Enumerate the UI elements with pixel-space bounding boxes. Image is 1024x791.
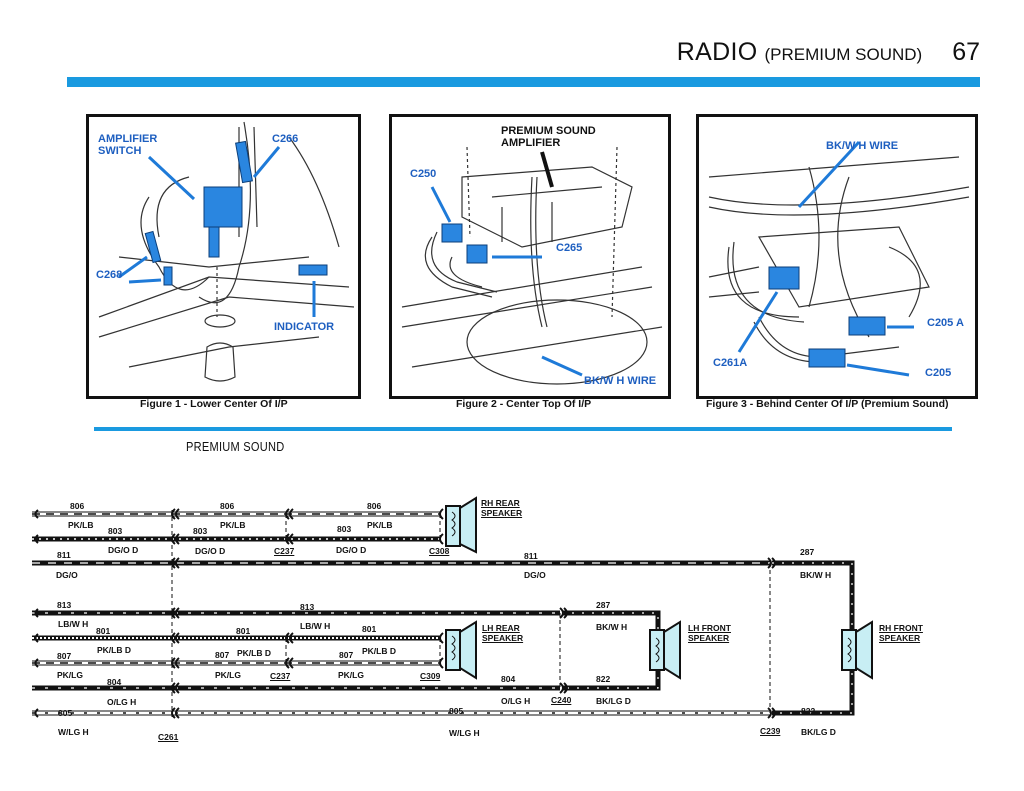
circuit-804-label: 804 bbox=[107, 677, 122, 687]
color-pk-lb-label: PK/LB bbox=[220, 520, 246, 530]
connector-c309-label: C309 bbox=[420, 671, 441, 681]
header-accent-bar bbox=[67, 77, 980, 87]
callout-amplifier: AMPLIFIER bbox=[501, 137, 561, 149]
color-dg-o-d-label: DG/O D bbox=[195, 546, 226, 556]
connector-c237-label: C237 bbox=[270, 671, 291, 681]
circuit-801-label: 801 bbox=[362, 624, 377, 634]
callout-c265: C265 bbox=[556, 242, 583, 254]
callout-amplifier: AMPLIFIER bbox=[98, 133, 158, 145]
page-subtitle: (PREMIUM SOUND) bbox=[764, 45, 923, 64]
figure-3-panel: BK/W H WIRE C261A C205 A C205 bbox=[696, 114, 978, 399]
circuit-807-label: 807 bbox=[57, 651, 72, 661]
color-pk-lg-label: PK/LG bbox=[215, 670, 241, 680]
wire-287-rh bbox=[772, 560, 855, 716]
page-header: RADIO (PREMIUM SOUND) 67 bbox=[660, 38, 980, 70]
page-number: 67 bbox=[952, 38, 980, 66]
circuit-803-label: 803 bbox=[193, 526, 208, 536]
figure-2-illustration bbox=[401, 146, 663, 385]
color-pk-lg-label: PK/LG bbox=[57, 670, 83, 680]
color-pk-lb-label: PK/LB bbox=[68, 520, 94, 530]
section-divider-bar bbox=[94, 427, 952, 431]
figure-1-caption: Figure 1 - Lower Center Of I/P bbox=[140, 398, 288, 410]
callout-bk-wh-wire: BK/W H WIRE bbox=[826, 140, 899, 152]
color-dg-o-label: DG/O bbox=[56, 570, 78, 580]
connector-c261-label: C261 bbox=[158, 732, 179, 742]
callout-c261a: C261A bbox=[713, 357, 748, 369]
circuit-807-label: 807 bbox=[339, 650, 354, 660]
color-lb-w-h-label: LB/W H bbox=[58, 619, 89, 629]
figure-3-caption: Figure 3 - Behind Center Of I/P (Premium… bbox=[706, 398, 949, 410]
circuit-806-label: 806 bbox=[70, 501, 85, 511]
circuit-803-label: 803 bbox=[108, 526, 123, 536]
circuit-822-label: 822 bbox=[596, 674, 611, 684]
circuit-811-label: 811 bbox=[57, 550, 71, 560]
connector-c308-label: C308 bbox=[429, 546, 450, 556]
color-w-lg-h-label: W/LG H bbox=[58, 727, 89, 737]
figure-3-illustration bbox=[708, 140, 970, 377]
color-pk-lb-label: PK/LB bbox=[367, 520, 393, 530]
circuit-822-label: 822 bbox=[801, 706, 816, 716]
connector-c240-label: C240 bbox=[551, 695, 572, 705]
color-o-lg-h-label: O/LG H bbox=[501, 696, 531, 706]
connector-c237-label: C237 bbox=[274, 546, 295, 556]
page-title: RADIO bbox=[676, 38, 758, 66]
circuit-807-label: 807 bbox=[215, 650, 230, 660]
section-title: PREMIUM SOUND bbox=[186, 439, 285, 454]
circuit-813-label: 813 bbox=[57, 600, 72, 610]
lh-front-speaker-symbol bbox=[649, 620, 681, 680]
color-pk-lb-d-label: PK/LB D bbox=[362, 646, 396, 656]
color-bk-w-h-label: BK/W H bbox=[596, 622, 628, 632]
color-dg-o-d-label: DG/O D bbox=[336, 545, 367, 555]
color-bk-w-h-label: BK/W H bbox=[800, 570, 832, 580]
rh-front-speaker-symbol bbox=[841, 620, 873, 680]
figure-2-caption: Figure 2 - Center Top Of I/P bbox=[456, 398, 592, 410]
callout-indicator: INDICATOR bbox=[274, 321, 335, 333]
circuit-801-label: 801 bbox=[236, 626, 251, 636]
circuit-801-label: 801 bbox=[96, 626, 111, 636]
callout-bk-wh-wire: BK/W H WIRE bbox=[584, 375, 657, 387]
figure-1-illustration bbox=[98, 121, 355, 382]
connector-c239-label: C239 bbox=[760, 726, 781, 736]
connector-chevrons bbox=[34, 508, 776, 719]
callout-c250: C250 bbox=[410, 168, 437, 180]
lh-rear-speaker-symbol bbox=[445, 620, 477, 680]
circuit-806-label: 806 bbox=[367, 501, 382, 511]
callout-c205: C205 bbox=[925, 367, 952, 379]
circuit-804-label: 804 bbox=[501, 674, 516, 684]
color-o-lg-h-label: O/LG H bbox=[107, 697, 137, 707]
circuit-811-label: 811 bbox=[524, 551, 538, 561]
color-bk-lg-d-label: BK/LG D bbox=[801, 727, 836, 737]
circuit-806-label: 806 bbox=[220, 501, 235, 511]
color-dg-o-d-label: DG/O D bbox=[108, 545, 139, 555]
callout-c268: C268 bbox=[96, 269, 123, 281]
figure-2-panel: PREMIUM SOUND AMPLIFIER C250 C265 BK/W H… bbox=[389, 114, 671, 399]
callout-c205a: C205 A bbox=[927, 317, 964, 329]
color-pk-lg-label: PK/LG bbox=[338, 670, 364, 680]
wiring-diagram bbox=[32, 496, 873, 720]
callout-switch: SWITCH bbox=[98, 145, 142, 157]
color-w-lg-h-label: W/LG H bbox=[449, 728, 480, 738]
circuit-813-label: 813 bbox=[300, 602, 315, 612]
color-bk-lg-d-label: BK/LG D bbox=[596, 696, 631, 706]
color-lb-w-h-label: LB/W H bbox=[300, 621, 331, 631]
rh-rear-speaker-symbol bbox=[445, 496, 477, 554]
circuit-287-label: 287 bbox=[800, 547, 815, 557]
callout-c266: C266 bbox=[272, 133, 299, 145]
callout-premium-sound: PREMIUM SOUND bbox=[501, 125, 596, 137]
color-pk-lb-d-label: PK/LB D bbox=[97, 645, 131, 655]
circuit-803-label: 803 bbox=[337, 524, 352, 534]
circuit-805-label: 805 bbox=[58, 708, 73, 718]
figure-1-panel: AMPLIFIER SWITCH C266 C268 INDICATOR bbox=[86, 114, 361, 399]
color-dg-o-label: DG/O bbox=[524, 570, 546, 580]
color-pk-lb-d-label: PK/LB D bbox=[237, 648, 271, 658]
circuit-805-label: 805 bbox=[449, 706, 464, 716]
circuit-287-label: 287 bbox=[596, 600, 611, 610]
